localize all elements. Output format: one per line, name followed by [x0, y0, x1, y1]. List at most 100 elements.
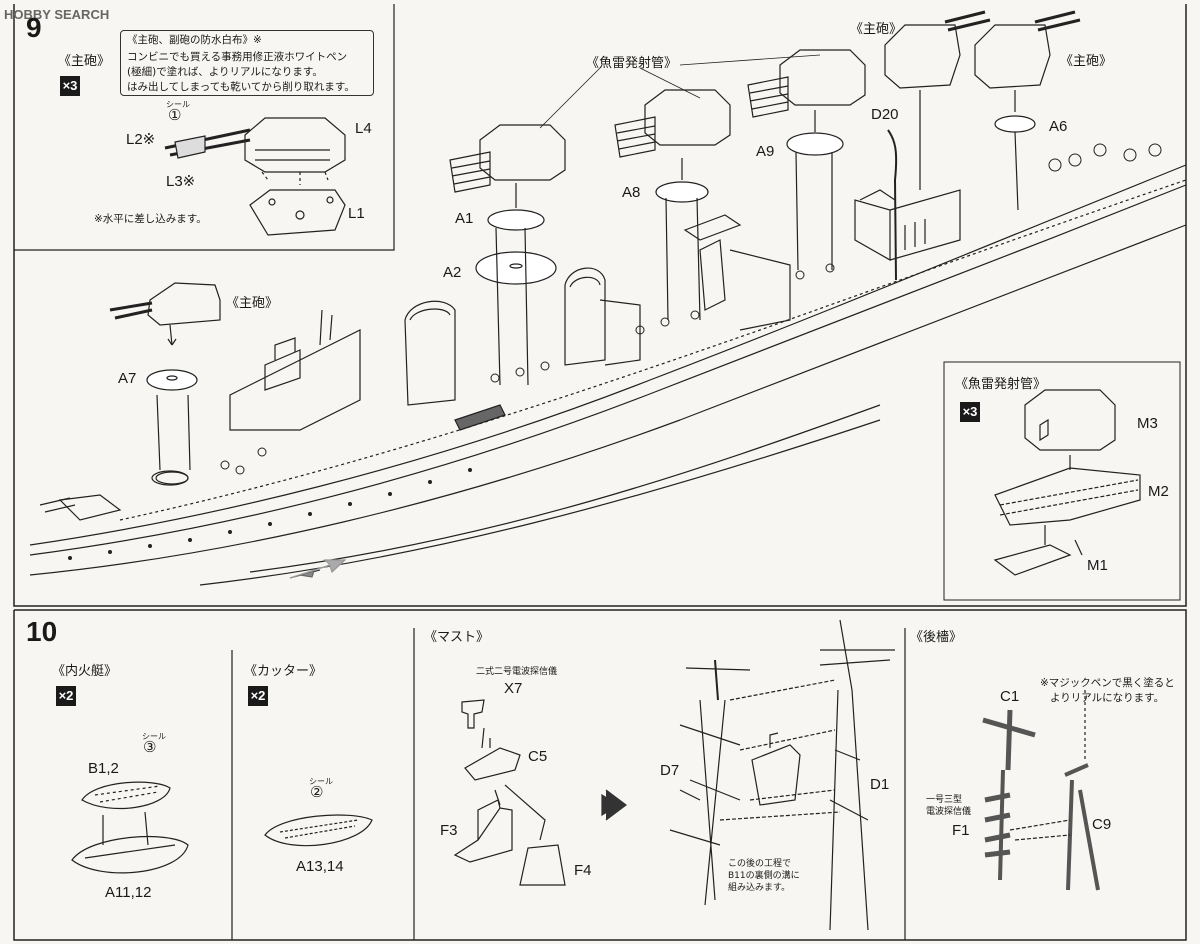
part-C5: C5 [528, 748, 548, 765]
mast-note-line-2: B11の裏側の溝に [728, 871, 800, 881]
main-gun-header-top: 《主砲》 [850, 22, 903, 37]
part-F4: F4 [574, 862, 592, 879]
part-X7: X7 [504, 680, 523, 697]
turret-L4 [244, 117, 346, 173]
inset-main-gun-title: 《主砲》 [58, 54, 111, 69]
aft-mast-title: 《後檣》 [910, 630, 963, 645]
note-line-3: (極細)で塗れば、よりリアルになります。 [127, 66, 323, 78]
inset-torpedo-count: ×3 [960, 402, 980, 422]
part-A9: A9 [756, 143, 775, 160]
seal-number: ① [168, 106, 182, 124]
cutter-seal-number: ② [310, 783, 324, 801]
part-A6: A6 [1049, 118, 1068, 135]
mast-note-line-1: この後の工程で [728, 859, 792, 869]
part-A1: A1 [455, 210, 474, 227]
mast-title: 《マスト》 [424, 630, 490, 645]
funnel-2 [564, 267, 606, 366]
inset-main-gun-note: 《主砲、副砲の防水白布》※ コンビニでも買える事務用修正液ホワイトペン (極細)… [120, 30, 374, 96]
mast-note: この後の工程で B11の裏側の溝に 組み込みます。 [728, 858, 800, 894]
torpedo-3 [779, 49, 866, 106]
part-M3: M3 [1137, 415, 1158, 432]
mast-D1 [819, 619, 895, 691]
aft-note-line-2: よりリアルになります。 [1050, 692, 1165, 704]
part-L3: L3※ [166, 173, 196, 190]
mast-D7 [679, 667, 751, 906]
cutter-seal-label: シール [309, 777, 333, 786]
step-arrow [601, 789, 627, 821]
seal-label: シール [166, 100, 190, 109]
launch-A [71, 836, 189, 874]
inset-torpedo-title: 《魚雷発射管》 [955, 377, 1047, 392]
part-F4 [519, 844, 566, 886]
part-M2: M2 [1148, 483, 1169, 500]
main-gun-header-right: 《主砲》 [1060, 54, 1113, 69]
note-line-1: 《主砲、副砲の防水白布》※ [127, 34, 262, 46]
aft-mast-note: ※マジックペンで黒く塗ると よりリアルになります。 [1040, 676, 1175, 706]
inset-main-gun-count: ×3 [60, 76, 80, 96]
hull-deck-edge [29, 164, 1187, 546]
direction-arrow [289, 559, 347, 579]
part-F1: F1 [952, 822, 970, 839]
radar-label: 二式二号電波探信儀 [476, 667, 558, 677]
mainmast [699, 239, 726, 311]
torpedo-header: 《魚雷発射管》 [586, 56, 678, 71]
part-A13-14: A13,14 [296, 858, 344, 875]
part-A7: A7 [118, 370, 137, 387]
part-L2: L2※ [126, 131, 156, 148]
deck-rail [119, 179, 1187, 521]
step9-inset-frame [14, 4, 395, 251]
step-9-number: 9 [26, 12, 42, 43]
part-L1: L1 [348, 205, 365, 222]
hull-keel [199, 419, 881, 586]
part-M1: M1 [1087, 557, 1108, 574]
hull-side [29, 224, 1187, 576]
watermark-text: HOBBY SEARCH [4, 7, 110, 22]
part-D20: D20 [871, 106, 899, 123]
part-L4: L4 [355, 120, 372, 137]
part-A2: A2 [443, 264, 462, 281]
launch-seal-label: シール [142, 732, 166, 741]
launch-count: ×2 [56, 686, 76, 706]
cutter-title: 《カッター》 [244, 664, 323, 679]
part-A8: A8 [622, 184, 641, 201]
aft-radar-line-2: 電波探信儀 [926, 807, 972, 817]
part-C1: C1 [1000, 688, 1020, 705]
inset-footnote: ※水平に差し込みます。 [94, 213, 207, 225]
step-10-number: 10 [26, 616, 58, 647]
torpedo-1 [479, 124, 566, 181]
mast-note-line-3: 組み込みます。 [728, 883, 791, 893]
turret-base-L1 [249, 189, 346, 236]
part-F3 [453, 807, 513, 863]
torpedo-2 [644, 89, 731, 146]
aft-mast-C1 [982, 709, 1036, 771]
cutter-count: ×2 [248, 686, 268, 706]
part-A11-12: A11,12 [105, 884, 152, 901]
aft-mast-F1 [998, 769, 1005, 881]
torpedo-M3 [1024, 389, 1116, 451]
part-D1: D1 [870, 776, 890, 793]
turret-top-2 [974, 24, 1051, 89]
launch-title: 《内火艇》 [52, 664, 118, 679]
part-C9: C9 [1092, 816, 1112, 833]
main-gun-header-left: 《主砲》 [226, 296, 279, 311]
launch-seal-number: ③ [143, 738, 157, 756]
watermark: HOBBY SEARCH [4, 4, 109, 23]
part-D7: D7 [660, 762, 680, 779]
aft-note-line-1: ※マジックペンで黒く塗ると [1040, 677, 1175, 689]
note-line-2: コンビニでも買える事務用修正液ホワイトペン [127, 51, 348, 63]
launch-B [81, 781, 171, 810]
torpedo-inset-frame [943, 361, 1181, 601]
bridge [229, 329, 361, 431]
step10-frame [13, 609, 1187, 941]
radar-X7 [461, 699, 485, 729]
turret-top-1 [884, 24, 961, 89]
hull-deck-edge-2 [29, 184, 1187, 556]
torpedo-M1 [993, 544, 1072, 576]
part-on-mast [751, 744, 801, 806]
cutter [264, 814, 373, 847]
part-B1-2: B1,2 [88, 760, 119, 777]
torpedo-M2 [994, 467, 1141, 526]
part-C5 [464, 747, 521, 781]
step9-frame [13, 4, 1187, 607]
aft-radar-label: 一号三型 電波探信儀 [926, 794, 971, 818]
